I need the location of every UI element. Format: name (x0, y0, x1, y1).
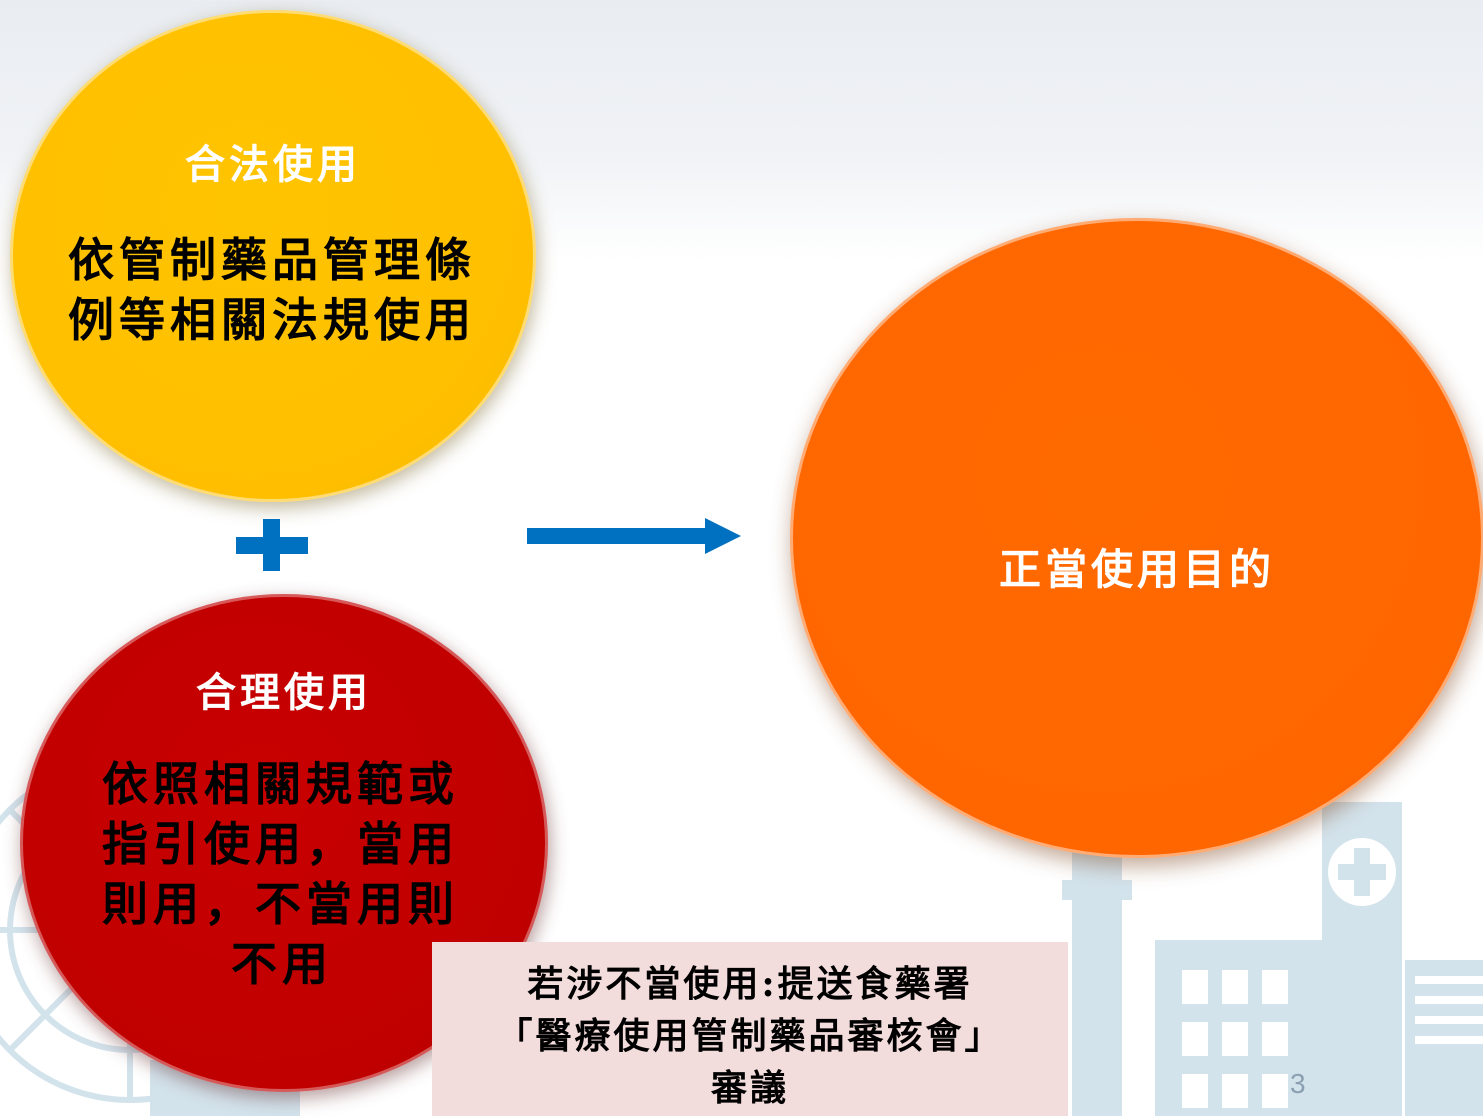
legal-use-description: 依管制藥品管理條 例等相關法規使用 (68, 230, 488, 350)
right-arrow-icon (527, 518, 741, 554)
legal-use-line: 例等相關法規使用 (68, 293, 476, 347)
legitimate-purpose-circle: 正當使用目的 (790, 218, 1483, 858)
reasonable-use-line: 依照相關規範或 (102, 757, 459, 811)
reasonable-use-description: 依照相關規範或 指引使用，當用 則用，不當用則 不用 (102, 754, 482, 994)
legal-use-circle: 合法使用 依管制藥品管理條 例等相關法規使用 (10, 10, 536, 502)
review-note-box: 若涉不當使用:提送食藥署 「醫療使用管制藥品審核會」 審議 (432, 942, 1068, 1116)
reasonable-use-title: 合理使用 (196, 669, 372, 716)
reasonable-use-line: 不用 (231, 937, 333, 991)
review-note-line: 「醫療使用管制藥品審核會」 (496, 1015, 1004, 1057)
review-note-line: 審議 (710, 1067, 789, 1109)
review-note-line: 若涉不當使用:提送食藥署 (527, 963, 973, 1005)
page-number: 3 (1290, 1068, 1306, 1099)
legitimate-purpose-title: 正當使用目的 (998, 545, 1275, 594)
legal-use-title: 合法使用 (185, 141, 361, 188)
plus-icon (236, 519, 308, 571)
reasonable-use-line: 則用，不當用則 (102, 877, 459, 931)
legal-use-line: 依管制藥品管理條 (68, 233, 476, 287)
reasonable-use-line: 指引使用，當用 (102, 817, 459, 871)
hospital-building-icon (1155, 802, 1483, 1116)
